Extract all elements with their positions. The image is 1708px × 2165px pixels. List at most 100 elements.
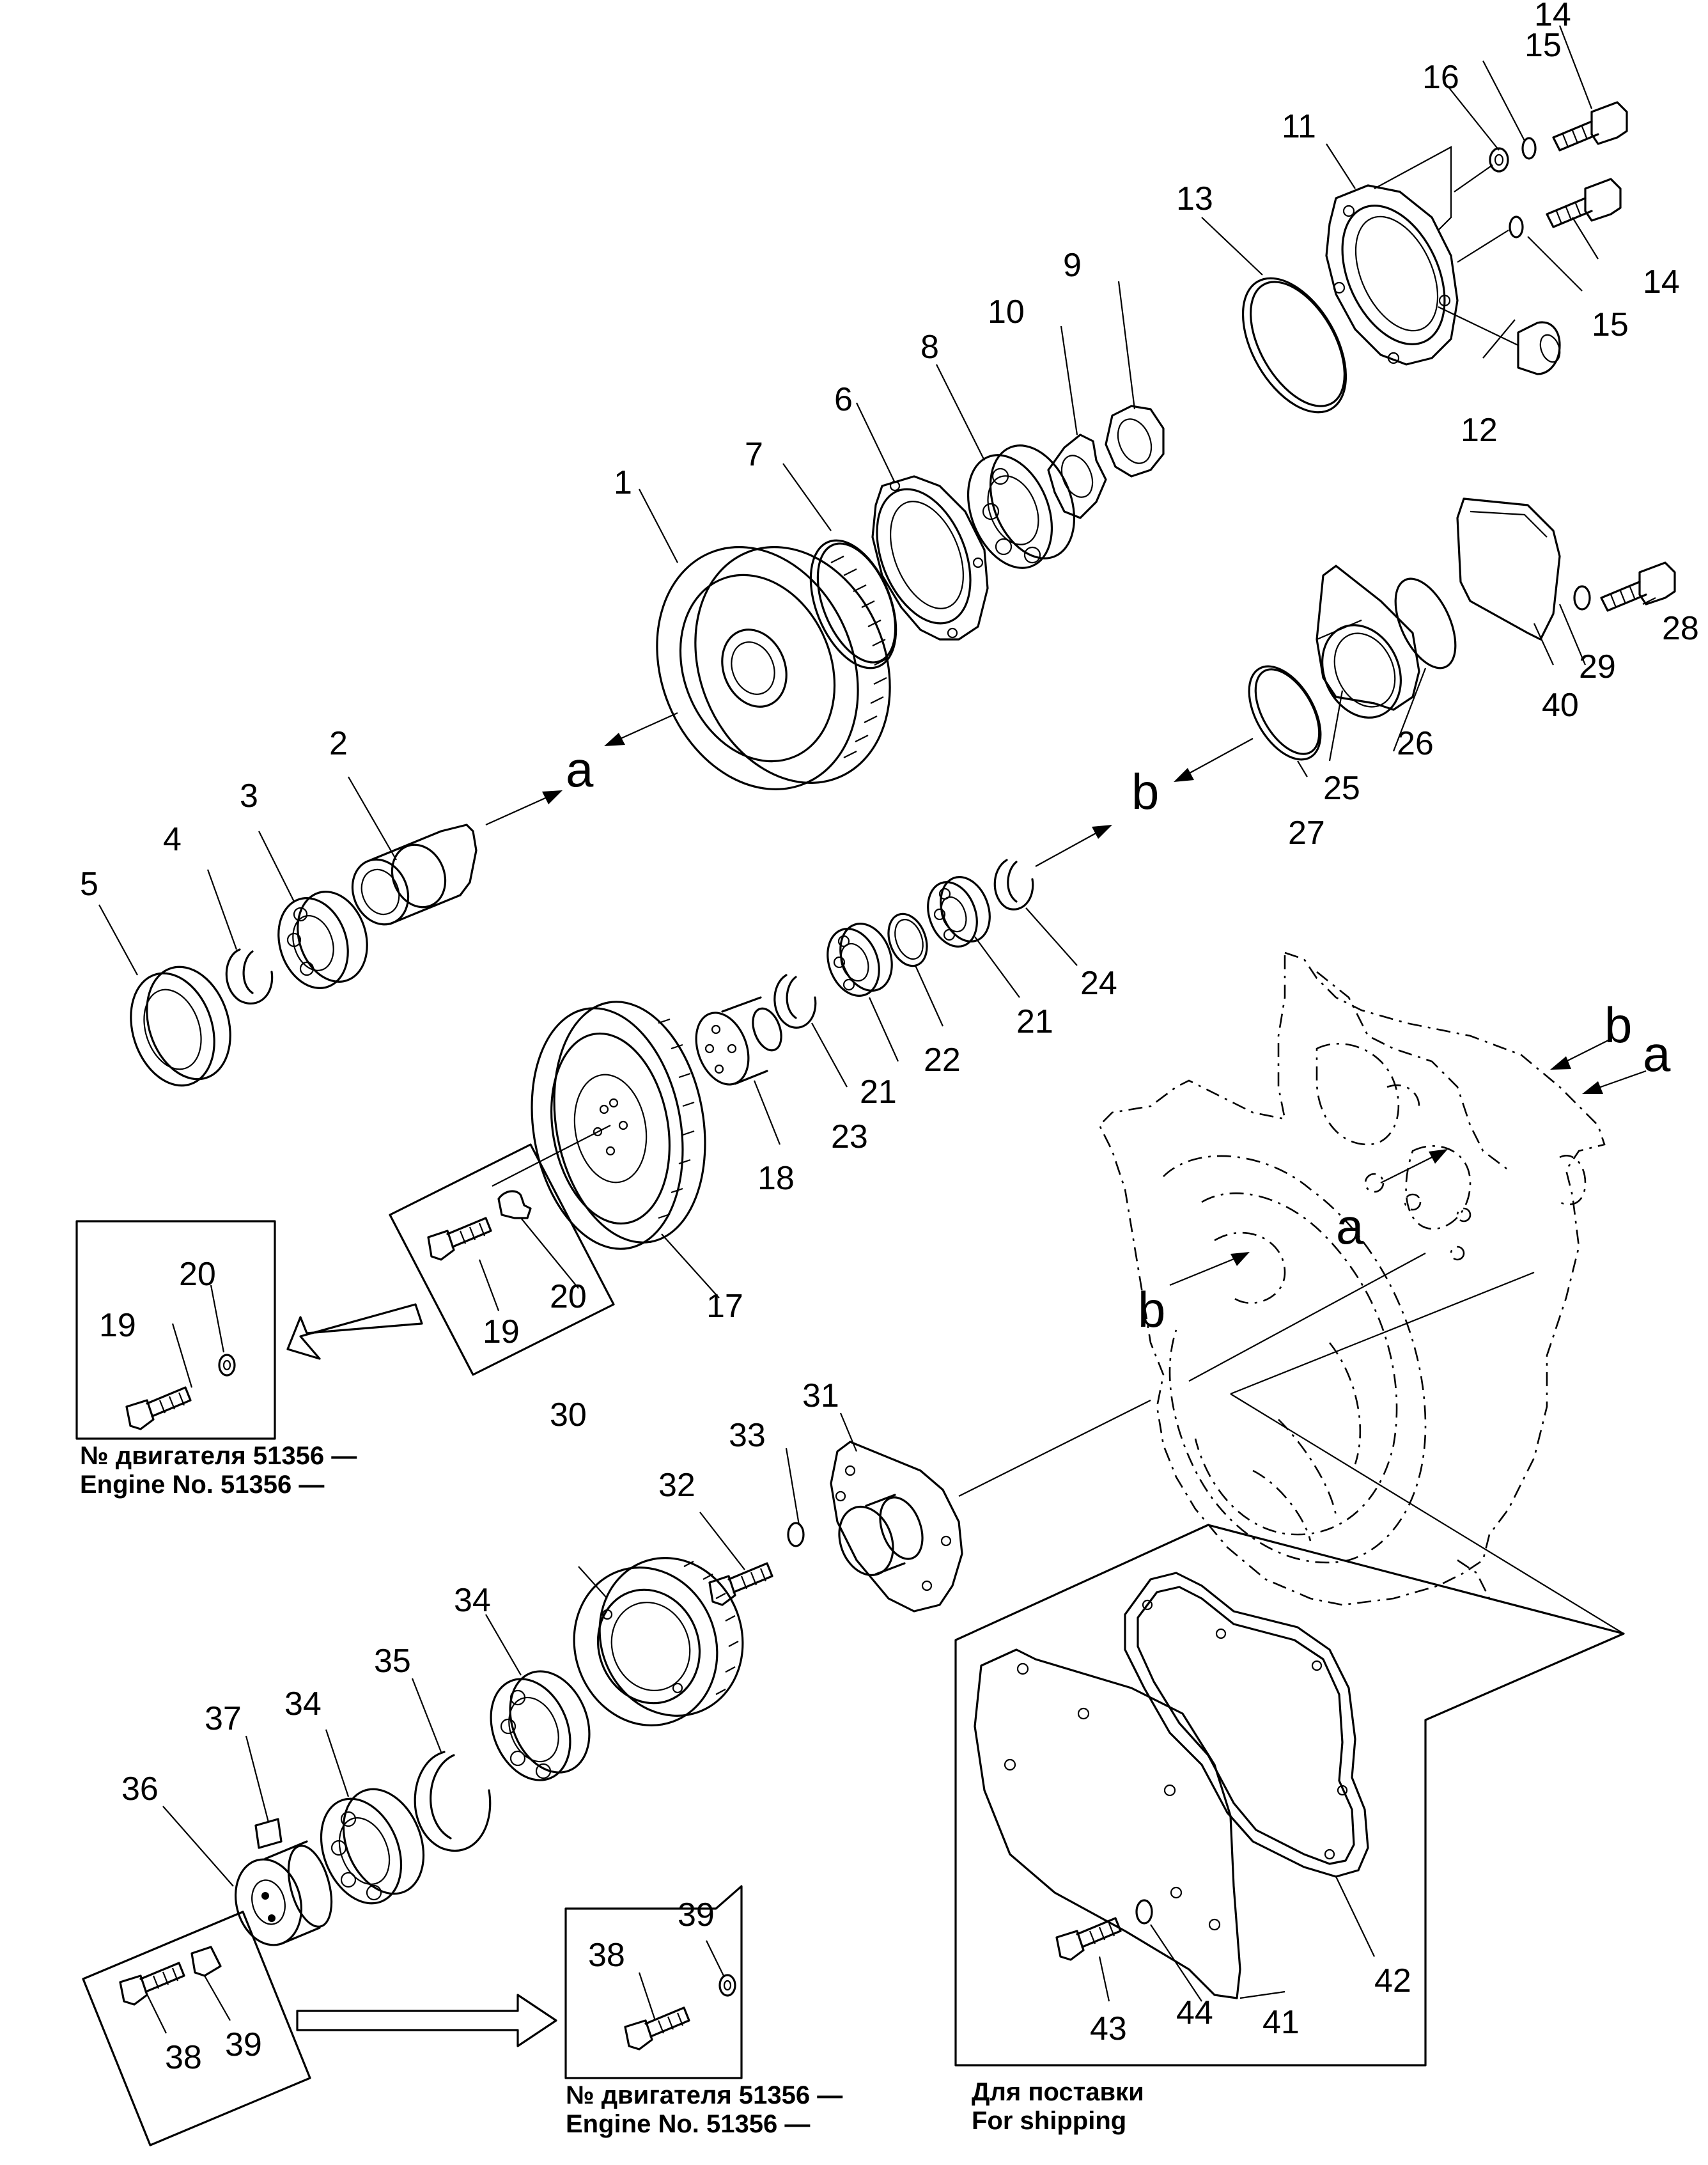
assembly-arrows — [485, 712, 1647, 1286]
callout-16: 16 — [1422, 59, 1459, 96]
spacer-22 — [887, 912, 928, 967]
callout-19-detail: 19 — [99, 1307, 136, 1344]
ball-bearing-34-lower — [320, 1788, 425, 1905]
callout-14-mid: 14 — [1643, 263, 1680, 301]
engine-number-ru-upper: № двигателя 51356 — — [80, 1442, 357, 1470]
callout-41: 41 — [1262, 2004, 1300, 2041]
lock-washer-29 — [1573, 585, 1591, 611]
callout-36: 36 — [121, 1770, 159, 1808]
callout-1: 1 — [614, 464, 632, 501]
callout-7: 7 — [745, 436, 763, 473]
callout-35: 35 — [374, 1643, 411, 1680]
lock-washer-44 — [1135, 1899, 1153, 1925]
callout-11: 11 — [1282, 108, 1316, 145]
callout-29: 29 — [1579, 648, 1616, 685]
engine-number-en-upper: Engine No. 51356 — — [80, 1471, 324, 1499]
washer-16 — [1489, 147, 1509, 173]
callout-25: 25 — [1323, 770, 1360, 807]
callout-13: 13 — [1176, 180, 1213, 217]
ball-bearing-34-upper — [490, 1670, 591, 1781]
bearing-cover-11 — [1325, 146, 1459, 366]
callout-15-top: 15 — [1525, 27, 1562, 64]
callout-23: 23 — [831, 1118, 868, 1155]
callout-39: 39 — [225, 2026, 262, 2063]
bolt-19 — [427, 1217, 492, 1261]
shaft — [351, 824, 477, 926]
plug-12 — [1517, 321, 1561, 375]
lock-washer-33 — [787, 1522, 805, 1547]
callout-40: 40 — [1542, 687, 1579, 724]
callout-4: 4 — [163, 821, 182, 858]
bolt-14-top — [1552, 101, 1628, 152]
engine-number-ru-lower: № двигателя 51356 — — [566, 2081, 842, 2109]
shipping-en: For shipping — [972, 2107, 1126, 2135]
callout-27: 27 — [1288, 815, 1325, 852]
callout-24: 24 — [1080, 965, 1117, 1002]
callout-19: 19 — [483, 1313, 520, 1350]
bolt-32 — [708, 1562, 773, 1606]
o-ring-27 — [1248, 665, 1322, 761]
o-ring-13 — [1241, 277, 1347, 414]
washer-20-detail — [218, 1354, 236, 1377]
callout-33: 33 — [729, 1417, 766, 1454]
callout-37: 37 — [205, 1700, 242, 1737]
callout-10: 10 — [988, 293, 1025, 331]
shipping-box — [954, 1271, 1625, 2067]
bolt-43 — [1055, 1917, 1122, 1961]
detail-box-engine-no-upper — [75, 1220, 276, 1440]
callout-20: 20 — [550, 1278, 587, 1315]
callout-3: 3 — [240, 778, 258, 815]
bolt-19-detail — [125, 1386, 192, 1430]
hollow-arrow-lower — [296, 1994, 557, 2047]
letter-b-shaft: b — [1131, 763, 1159, 820]
bolt-28 — [1600, 561, 1676, 612]
lock-plate-20 — [497, 1190, 532, 1219]
callout-39-detail: 39 — [678, 1896, 715, 1934]
callout-12: 12 — [1461, 412, 1498, 449]
callout-26: 26 — [1397, 725, 1434, 762]
lock-washer-15b — [1509, 215, 1524, 238]
detail-box-19-20 — [389, 1125, 615, 1376]
callout-2: 2 — [329, 725, 348, 762]
callout-6: 6 — [834, 381, 853, 418]
lock-plate-39 — [190, 1946, 222, 1977]
detail-box-38-39 — [82, 1911, 311, 2146]
callout-32: 32 — [658, 1467, 695, 1504]
key-37 — [254, 1818, 283, 1849]
ball-bearing-8 — [967, 444, 1076, 569]
hollow-arrow-upper — [286, 1303, 423, 1360]
reference-letters: a b b a a b — [566, 741, 1671, 1338]
drive-gear — [656, 546, 891, 790]
callout-44: 44 — [1176, 1994, 1213, 2031]
letter-b-housing-top: b — [1604, 997, 1632, 1053]
ball-bearing-3 — [277, 891, 368, 989]
callout-38-detail: 38 — [588, 1937, 625, 1974]
letter-b-housing-mid: b — [1138, 1281, 1165, 1338]
callout-5: 5 — [80, 866, 98, 903]
ball-bearing-21-lower — [827, 923, 893, 997]
bearing-retainer-6 — [871, 475, 989, 641]
letter-a-housing-top: a — [1643, 1026, 1671, 1082]
flange-31 — [830, 1253, 1426, 1613]
bolt-14-mid — [1546, 178, 1622, 228]
callout-17: 17 — [706, 1288, 743, 1325]
gear-30 — [573, 1557, 744, 1726]
callout-28: 28 — [1662, 610, 1699, 647]
callout-20-detail: 20 — [179, 1256, 216, 1293]
bearing-housing-25 — [1316, 565, 1420, 719]
shipping-ru: Для поставки — [972, 2078, 1144, 2106]
shaft-36 — [234, 1840, 333, 1946]
lock-washer-15a — [1521, 137, 1537, 160]
idler-gear-17 — [531, 1001, 706, 1250]
callout-38: 38 — [165, 2039, 202, 2076]
lock-nut-9 — [1105, 405, 1165, 478]
leader-lines — [98, 25, 1656, 2034]
callout-8: 8 — [920, 329, 939, 366]
washer-39-detail — [718, 1974, 736, 1997]
snap-ring-4 — [225, 948, 274, 1004]
callout-34-upper: 34 — [454, 1582, 491, 1619]
flywheel-housing — [1098, 951, 1606, 1606]
callout-9: 9 — [1063, 247, 1082, 284]
